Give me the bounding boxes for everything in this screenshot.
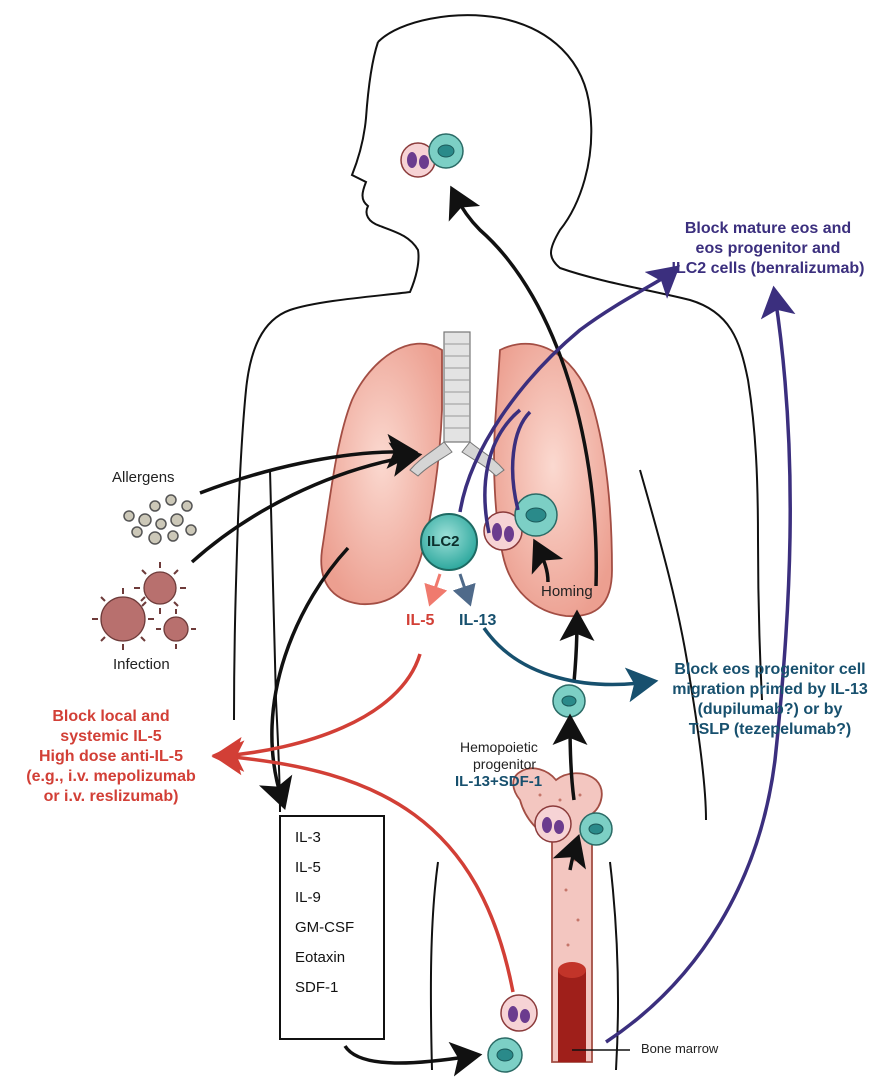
cytokine-item: GM-CSF (295, 913, 383, 943)
arrow-cytokines-to-marrow (345, 1046, 472, 1063)
allergen-particles (124, 495, 196, 544)
arrow-il13-to-block (484, 628, 648, 684)
il13-block-callout: Block eos progenitor cell migration prim… (651, 660, 889, 740)
infection-label: Infection (113, 656, 170, 673)
virus-small (156, 609, 196, 649)
cytokine-item: IL-5 (295, 853, 383, 883)
il5-block-line-4: (e.g., i.v. mepolizumab (4, 767, 218, 787)
hemopoietic-label-line1: Hemopoietic (460, 739, 538, 755)
progenitor-migrating (553, 685, 585, 717)
arrow-ilc2-to-il13 (460, 574, 468, 598)
benralizumab-callout: Block mature eos and eos progenitor and … (650, 219, 886, 279)
progenitor-blood (580, 813, 612, 845)
cytokine-box: IL-3 IL-5 IL-9 GM-CSF Eotaxin SDF-1 (279, 815, 385, 1040)
arrow-il5-to-block (222, 654, 420, 756)
il13-block-line-1: Block eos progenitor cell (651, 660, 889, 680)
il5-block-line-5: or i.v. reslizumab) (4, 787, 218, 807)
progenitor-lung (515, 494, 557, 536)
virus-large (134, 562, 186, 614)
il13-block-line-2: migration primed by IL-13 (651, 680, 889, 700)
bone-marrow-label: Bone marrow (641, 1041, 718, 1056)
arrow-ilc2-to-il5 (432, 574, 440, 598)
homing-label: Homing (541, 583, 593, 600)
eosinophil-marrow (501, 995, 537, 1031)
progenitor-marrow (488, 1038, 522, 1072)
progenitor-head (429, 134, 463, 168)
arrow-progenitor-up (574, 620, 577, 682)
allergens-label: Allergens (112, 469, 175, 486)
il5-block-callout: Block local and systemic IL-5 High dose … (4, 707, 218, 807)
il13-block-line-3: (dupilumab?) or by (651, 700, 889, 720)
hemopoietic-label-line2: progenitor (473, 756, 536, 772)
benralizumab-line-3: ILC2 cells (benralizumab) (650, 259, 886, 279)
cytokine-item: IL-3 (295, 823, 383, 853)
cytokine-item: IL-9 (295, 883, 383, 913)
black-arrows (192, 195, 596, 1063)
virus-medium (92, 588, 154, 650)
cytokine-item: Eotaxin (295, 943, 383, 973)
ilc2-label: ILC2 (427, 533, 460, 550)
benralizumab-line-2: eos progenitor and (650, 239, 886, 259)
il5-block-line-3: High dose anti-IL-5 (4, 747, 218, 767)
il5-block-line-1: Block local and (4, 707, 218, 727)
virus-particles (92, 562, 196, 650)
cytokine-item: SDF-1 (295, 973, 383, 1003)
il13-block-line-4: TSLP (tezepelumab?) (651, 720, 889, 740)
eosinophil-blood (535, 806, 571, 842)
il13-label: IL-13 (459, 612, 496, 630)
il5-block-line-2: systemic IL-5 (4, 727, 218, 747)
il5-label: IL-5 (406, 612, 434, 630)
benralizumab-line-1: Block mature eos and (650, 219, 886, 239)
il13-sdf1-label: IL-13+SDF-1 (455, 773, 542, 790)
